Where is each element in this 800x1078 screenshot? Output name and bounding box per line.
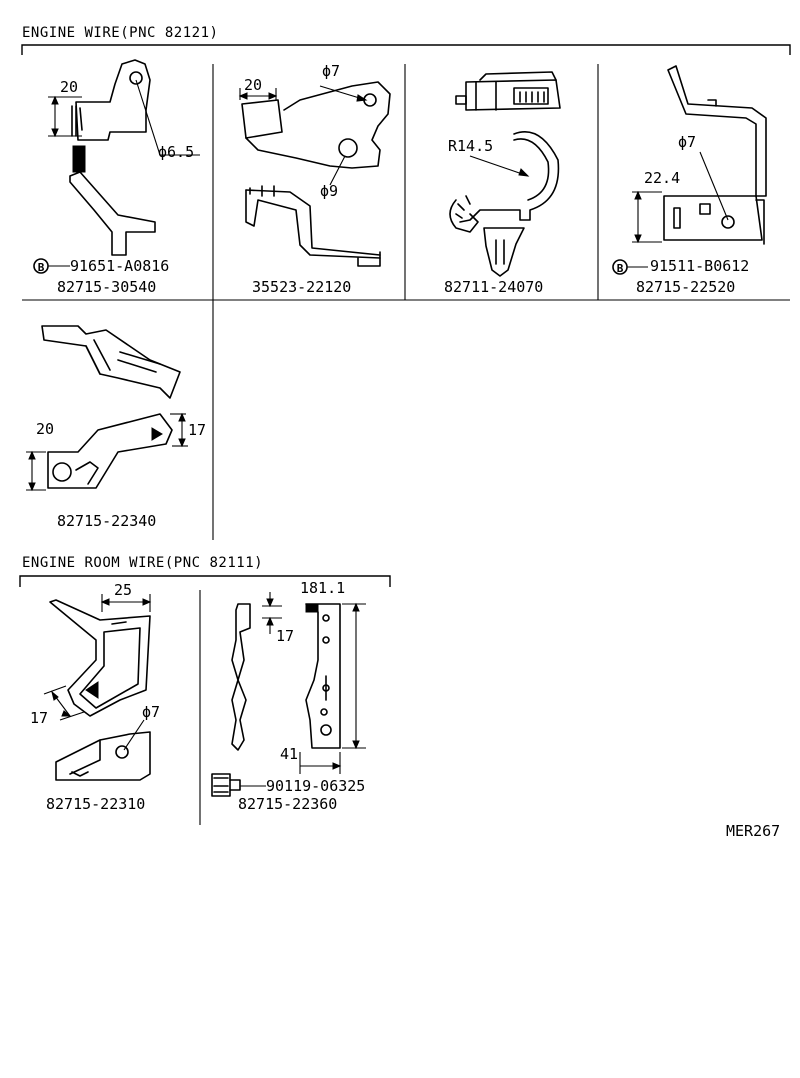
dimension-label: 17	[30, 709, 49, 727]
dimension-label: ϕ6.5	[158, 143, 195, 161]
dimension-label: 22.4	[644, 169, 681, 187]
bracket-82715-22360-drawing	[231, 592, 366, 774]
part-number: 82711-24070	[444, 278, 544, 296]
part-number: 35523-22120	[252, 278, 352, 296]
bolt-90119-06325-drawing	[211, 773, 266, 797]
bracket-35523-22120-drawing	[238, 81, 391, 267]
bolt-symbol-label: B	[37, 261, 45, 274]
figure-code: MER267	[726, 822, 781, 840]
dimension-label: 20	[60, 78, 79, 96]
bracket-82715-30540-drawing	[48, 59, 200, 256]
bracket-82715-22520-drawing	[632, 65, 767, 245]
dimension-label: 181.1	[300, 579, 346, 597]
part-number: 82715-22520	[636, 278, 736, 296]
dimension-label: 20	[36, 420, 55, 438]
dimension-label: R14.5	[448, 137, 494, 155]
bracket-82715-22310-drawing	[43, 594, 152, 781]
dimension-label: 41	[280, 745, 299, 763]
dimension-label: 25	[114, 581, 133, 599]
part-number: 82715-30540	[57, 278, 157, 296]
dimension-label: 20	[244, 76, 263, 94]
dimension-label: 17	[276, 627, 295, 645]
dimension-label: ϕ7	[142, 703, 161, 721]
engine-room-wire-frame	[19, 575, 391, 825]
bolt-part-number: 91651-A0816	[70, 257, 170, 275]
section-title-engine-room-wire: ENGINE ROOM WIRE(PNC 82111)	[22, 555, 264, 571]
part-number: 82715-22340	[57, 512, 157, 530]
bolt-part-number: 90119-06325	[266, 777, 366, 795]
part-number: 82715-22310	[46, 795, 146, 813]
bolt-part-number: 91511-B0612	[650, 257, 750, 275]
dimension-label: ϕ7	[322, 62, 341, 80]
bolt-symbol-b-1	[33, 258, 70, 274]
dimension-label: ϕ7	[678, 133, 697, 151]
dimension-label: ϕ9	[320, 182, 339, 200]
bracket-82715-22340-drawing	[26, 325, 188, 492]
bolt-symbol-label: B	[616, 262, 624, 275]
part-number: 82715-22360	[238, 795, 338, 813]
bolt-symbol-b-2	[612, 259, 648, 275]
engine-wire-frame	[21, 44, 791, 540]
clamp-82711-24070-drawing	[449, 71, 561, 277]
section-title-engine-wire: ENGINE WIRE(PNC 82121)	[22, 25, 219, 41]
dimension-label: 17	[188, 421, 207, 439]
